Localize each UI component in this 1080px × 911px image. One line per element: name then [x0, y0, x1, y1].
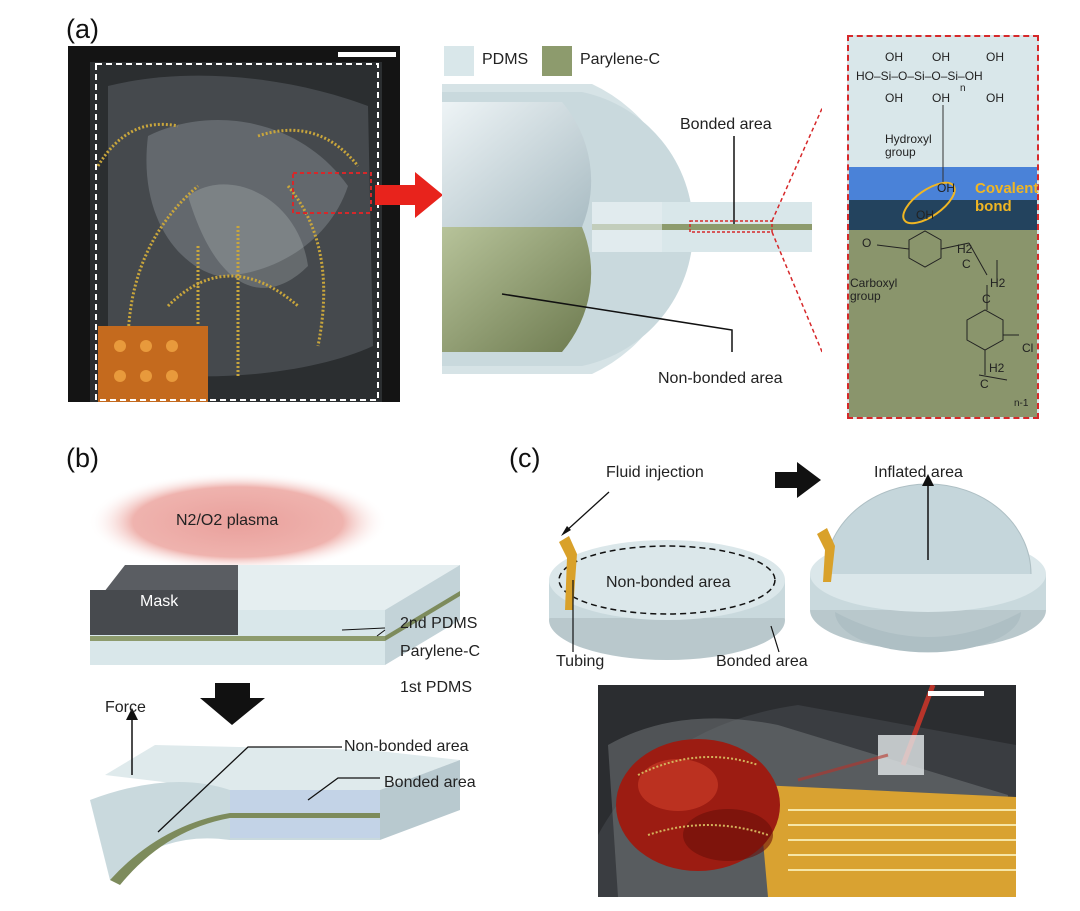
panel-label-a: (a) — [66, 14, 99, 44]
legend-parylene-swatch — [542, 46, 572, 76]
hydroxyl-group-label: Hydroxyl group — [885, 132, 932, 159]
oh-upper: OH — [937, 181, 955, 195]
first-pdms-label: 1st PDMS — [400, 679, 473, 696]
oh-bot-3: OH — [986, 91, 1004, 105]
cross-section-diagram-a — [442, 84, 822, 374]
plasma-bonding-diagram-b — [88, 472, 460, 885]
h2-bot: H2 — [989, 361, 1005, 375]
subscript-n: n — [960, 83, 966, 94]
chem-bonds — [876, 105, 1019, 381]
panel-label-c: (c) — [509, 443, 541, 473]
parylene-layer — [849, 230, 1037, 417]
second-pdms-label: 2nd PDMS — [400, 615, 478, 632]
legend-pdms-label: PDMS — [482, 51, 529, 68]
parylene-label-b: Parylene-C — [400, 643, 481, 660]
red-arrow-icon — [375, 172, 443, 218]
non-bonded-area-label-b: Non-bonded area — [344, 738, 469, 755]
c-bot: C — [980, 377, 989, 391]
mask-label: Mask — [140, 593, 179, 610]
carbonyl-o: O — [862, 236, 872, 250]
tubing-label: Tubing — [556, 653, 605, 670]
non-bonded-area-label-c: Non-bonded area — [606, 574, 731, 591]
interface-layer-dark — [849, 200, 1037, 230]
oh-top-2: OH — [932, 50, 950, 64]
h2-top: H2 — [957, 242, 973, 256]
oh-lower: OH — [916, 208, 934, 222]
legend-parylene-label: Parylene-C — [580, 51, 661, 68]
carboxyl-group-label: Carboxyl group — [850, 276, 898, 303]
bonded-area-label-a: Bonded area — [680, 116, 772, 133]
force-label: Force — [105, 699, 146, 716]
covalent-bond-label: Covalent bond — [975, 180, 1039, 215]
plasma-label: N2/O2 plasma — [176, 512, 279, 529]
device-photo-c — [598, 685, 1016, 897]
c-mid: C — [982, 292, 991, 306]
non-bonded-area-label-a: Non-bonded area — [658, 370, 783, 387]
chemistry-zoom-box — [847, 35, 1039, 419]
inflated-area-label: Inflated area — [874, 464, 963, 481]
bonded-area-label-c: Bonded area — [716, 653, 808, 670]
c-top: C — [962, 257, 971, 271]
panel-label-b: (b) — [66, 443, 99, 473]
fluid-injection-label: Fluid injection — [606, 464, 704, 481]
oh-bot-2: OH — [932, 91, 950, 105]
bonded-area-label-b: Bonded area — [384, 774, 476, 791]
h2-mid: H2 — [990, 276, 1006, 290]
cl-label: Cl — [1022, 341, 1034, 355]
legend-pdms-swatch — [444, 46, 474, 76]
siloxane-backbone: HO–Si–O–Si–O–Si–OH — [856, 69, 983, 83]
oh-bot-1: OH — [885, 91, 903, 105]
oh-top-3: OH — [986, 50, 1004, 64]
device-photo-a — [68, 46, 400, 402]
subscript-n-minus-1: n-1 — [1014, 398, 1029, 409]
oh-top-1: OH — [885, 50, 903, 64]
inflation-diagram-c — [549, 462, 1046, 660]
